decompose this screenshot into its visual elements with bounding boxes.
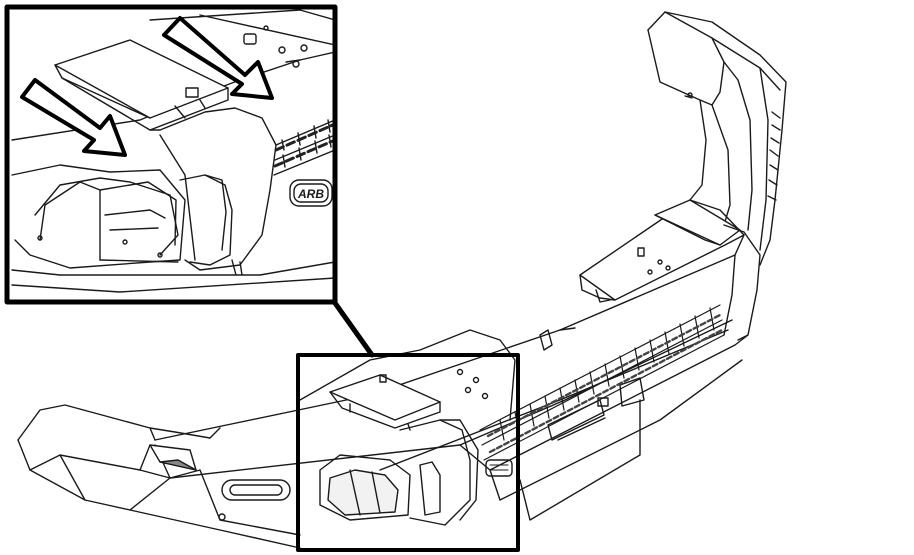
inset-frame [4, 4, 338, 305]
left-end-wing [17, 404, 301, 549]
bumper-drawing [17, 11, 787, 549]
arb-badge-text: ARB [297, 187, 324, 201]
centre-winch-section [299, 329, 516, 526]
arb-badge [289, 179, 333, 207]
main-beam [154, 254, 749, 521]
inset-drawing: ARB [11, 9, 335, 293]
detail-area-frame [296, 353, 520, 552]
grille-slots [479, 304, 725, 461]
callout-pointer-line [332, 300, 375, 358]
bumper-hoop-arm [647, 11, 787, 266]
arrow-icon [20, 78, 127, 157]
arrow-icon [162, 16, 274, 100]
inset-detail: ARB [4, 4, 338, 305]
